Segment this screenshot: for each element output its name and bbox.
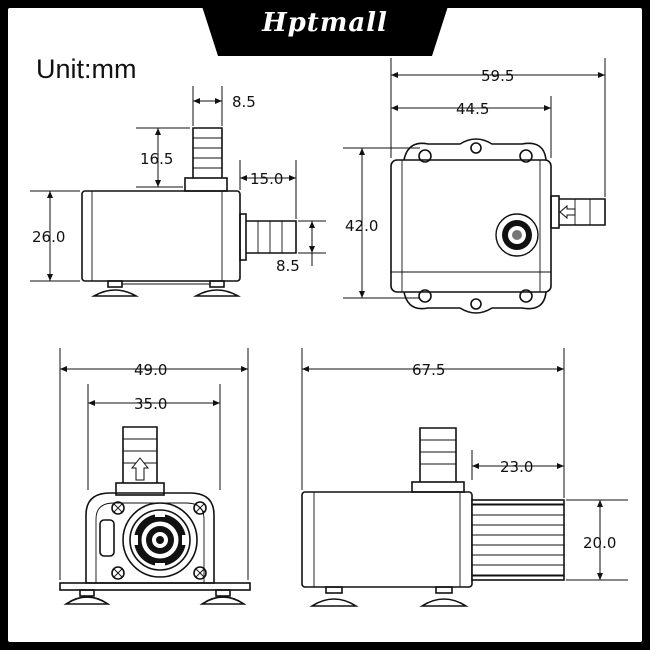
suction-cup-feet bbox=[90, 280, 242, 297]
dim-body-length: 44.5 bbox=[456, 100, 489, 118]
mounting-ears-bottom bbox=[403, 291, 547, 314]
front-view: 8.5 16.5 26.0 15.0 8.5 bbox=[30, 86, 326, 297]
up-arrow-icon bbox=[130, 457, 150, 481]
dim-inlet-diameter: 8.5 bbox=[276, 257, 300, 275]
unit-label: Unit:mm bbox=[36, 54, 137, 84]
impeller-inlet bbox=[122, 502, 198, 578]
top-inlet-nozzle bbox=[550, 195, 606, 229]
mounting-ears-top bbox=[403, 138, 547, 161]
side-view: 67.5 23.0 20.0 bbox=[301, 348, 628, 607]
outlet-base bbox=[184, 177, 228, 192]
screw-heads bbox=[111, 501, 207, 580]
side-body bbox=[301, 491, 473, 588]
outlet-nozzle bbox=[192, 127, 223, 178]
dim-overall-length: 59.5 bbox=[481, 67, 514, 85]
side-outlet-nozzle bbox=[411, 427, 465, 493]
dim-filter-height: 20.0 bbox=[583, 534, 616, 552]
brand-banner bbox=[200, 0, 450, 56]
dim-end-overall-width: 49.0 bbox=[134, 361, 167, 379]
dim-body-width: 42.0 bbox=[345, 217, 378, 235]
inlet-nozzle bbox=[246, 220, 297, 254]
flow-arrow-icon bbox=[559, 204, 576, 220]
dim-outlet-height: 16.5 bbox=[140, 150, 173, 168]
dim-side-overall-length: 67.5 bbox=[412, 361, 445, 379]
dim-filter-length: 23.0 bbox=[500, 458, 533, 476]
dim-outlet-diameter: 8.5 bbox=[232, 93, 256, 111]
pump-body bbox=[81, 190, 241, 282]
dim-body-height: 26.0 bbox=[32, 228, 65, 246]
brand-name: Hptmall bbox=[262, 8, 388, 38]
end-outlet-nozzle bbox=[115, 426, 165, 496]
dim-inlet-length: 15.0 bbox=[250, 170, 283, 188]
end-body bbox=[85, 492, 215, 584]
filter-cage bbox=[471, 499, 565, 581]
top-view: 59.5 44.5 42.0 bbox=[343, 58, 606, 314]
end-view: 49.0 35.0 bbox=[59, 348, 251, 605]
top-outlet-port bbox=[495, 213, 539, 257]
dim-end-body-width: 35.0 bbox=[134, 395, 167, 413]
